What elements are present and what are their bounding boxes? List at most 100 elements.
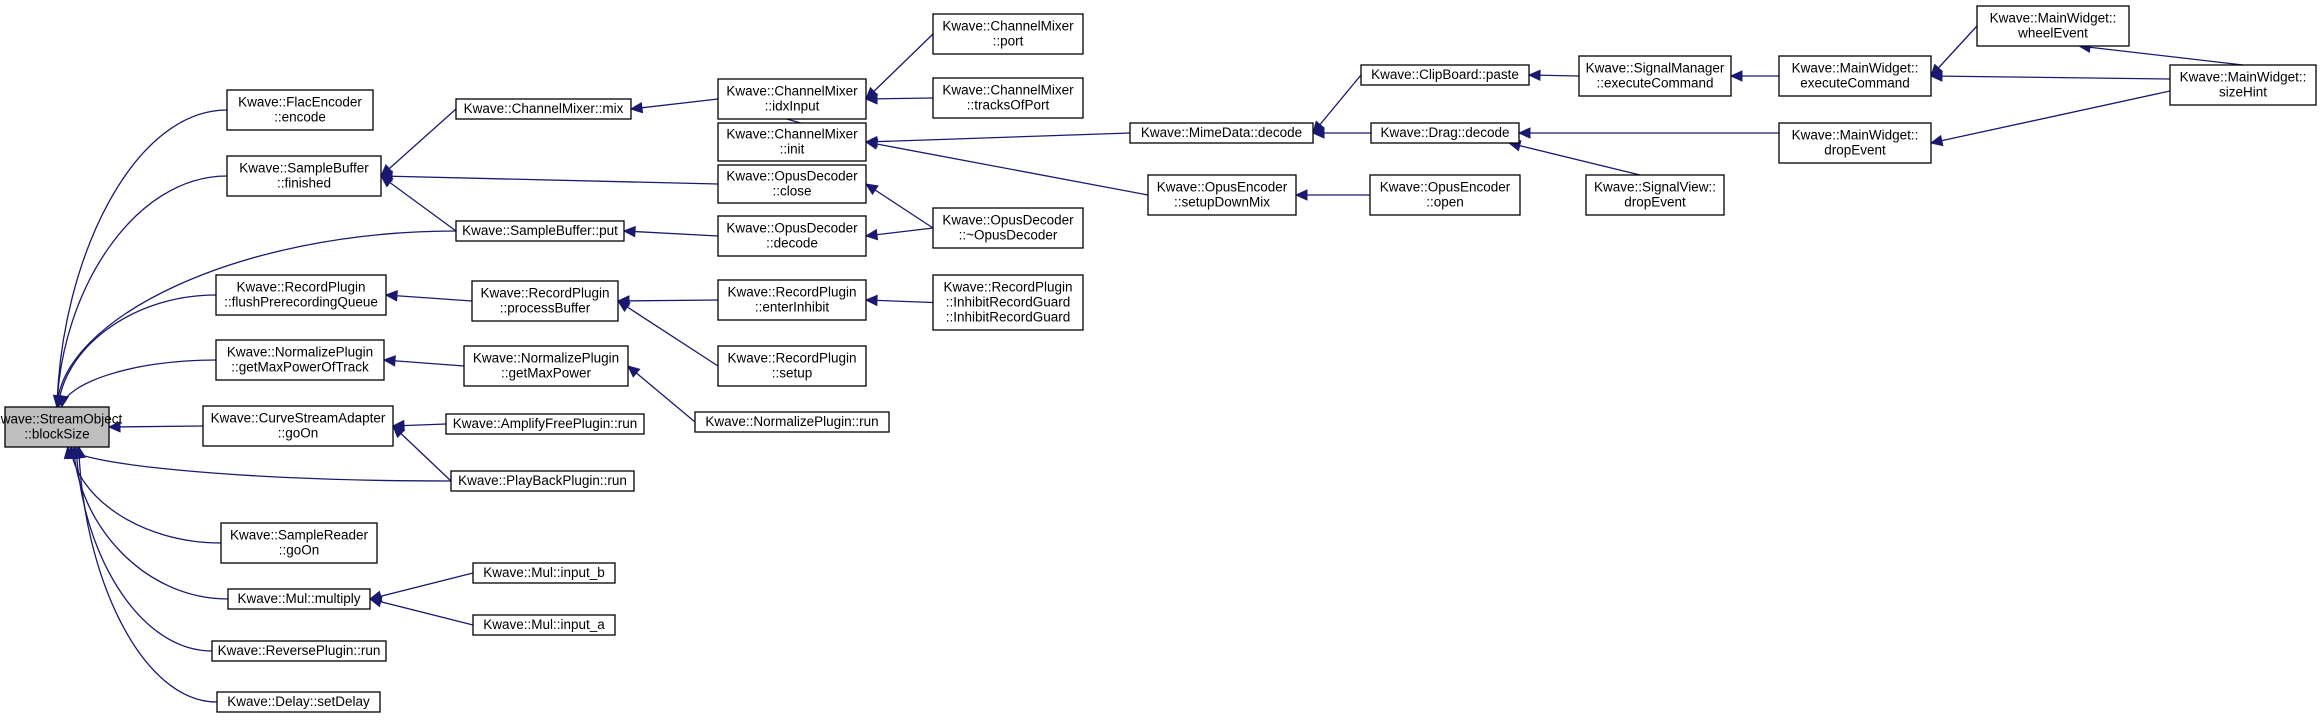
node-box: [216, 691, 381, 713]
node-box: [1778, 122, 1932, 164]
edge-cm_mix-to-sb_finished: [380, 108, 457, 177]
node-oe_open[interactable]: Kwave::OpusEncoder::open: [1369, 174, 1521, 216]
node-np_run[interactable]: Kwave::NormalizePlugin::run: [694, 411, 890, 433]
node-box: [694, 411, 890, 433]
edge-line: [380, 108, 457, 177]
node-flac_encode[interactable]: Kwave::FlacEncoder::encode: [226, 89, 374, 131]
node-sb_put[interactable]: Kwave::SampleBuffer::put: [455, 220, 625, 242]
node-sm_exec[interactable]: Kwave::SignalManager::executeCommand: [1578, 55, 1732, 97]
edge-pbp_run-to-so_blocksize: [63, 445, 452, 482]
node-label-line: Kwave::CurveStreamAdapter: [211, 411, 386, 426]
node-pbp_run[interactable]: Kwave::PlayBackPlugin::run: [450, 470, 635, 492]
node-delay_set[interactable]: Kwave::Delay::setDelay: [216, 691, 381, 713]
node-label-line: Kwave::MainWidget::: [1990, 11, 2117, 26]
node-so_blocksize[interactable]: Kwave::StreamObject::blockSize: [0, 406, 123, 448]
edge-od_decode-to-sb_put: [622, 225, 719, 238]
node-box: [717, 215, 867, 257]
arrowhead: [1729, 70, 1743, 82]
arrowhead: [392, 425, 406, 439]
node-mw_exec[interactable]: Kwave::MainWidget::executeCommand: [1778, 55, 1932, 97]
node-label-line: Kwave::ChannelMixer: [726, 127, 858, 142]
arrowhead: [864, 228, 879, 241]
node-drag_decode[interactable]: Kwave::Drag::decode: [1370, 122, 1520, 144]
arrowhead: [864, 93, 878, 105]
edge-line: [2078, 45, 2244, 66]
edge-line: [75, 446, 213, 652]
edge-line: [617, 299, 719, 302]
node-rp_process[interactable]: Kwave::RecordPlugin::processBuffer: [471, 280, 619, 322]
edges-layer: [52, 25, 2244, 703]
node-sr_goon[interactable]: Kwave::SampleReader::goOn: [220, 522, 378, 564]
node-afp_run[interactable]: Kwave::AmplifyFreePlugin::run: [445, 413, 645, 435]
edge-mw_size-to-mw_exec: [1929, 70, 2171, 82]
node-cm_port[interactable]: Kwave::ChannelMixer::port: [932, 13, 1084, 55]
arrowhead: [380, 175, 394, 188]
node-rp_flush[interactable]: Kwave::RecordPlugin::flushPrerecordingQu…: [215, 274, 387, 316]
node-box: [1129, 122, 1314, 144]
edge-line: [72, 446, 229, 600]
node-sb_finished[interactable]: Kwave::SampleBuffer::finished: [226, 155, 382, 197]
node-mw_drop[interactable]: Kwave::MainWidget::dropEvent: [1778, 122, 1932, 164]
node-box: [463, 345, 629, 387]
node-csa_goon[interactable]: Kwave::CurveStreamAdapter::goOn: [202, 405, 394, 447]
node-cm_mix[interactable]: Kwave::ChannelMixer::mix: [455, 98, 632, 120]
edge-line: [392, 425, 452, 482]
node-label-line: wheelEvent: [2017, 26, 2088, 41]
node-mul_a[interactable]: Kwave::Mul::input_a: [472, 614, 616, 636]
node-box: [932, 77, 1084, 119]
node-cb_paste[interactable]: Kwave::ClipBoard::paste: [1360, 64, 1530, 86]
node-md_decode[interactable]: Kwave::MimeData::decode: [1129, 122, 1314, 144]
node-label-line: Kwave::Delay::setDelay: [227, 694, 370, 709]
node-label-line: ::init: [780, 142, 805, 157]
node-np_getmaxpot[interactable]: Kwave::NormalizePlugin::getMaxPowerOfTra…: [215, 339, 385, 381]
node-label-line: ::encode: [274, 110, 326, 125]
node-box: [1370, 122, 1520, 144]
edge-line: [78, 446, 218, 703]
node-oe_setup[interactable]: Kwave::OpusEncoder::setupDownMix: [1147, 174, 1297, 216]
node-box: [215, 274, 387, 316]
node-cm_idx[interactable]: Kwave::ChannelMixer::idxInput: [717, 78, 867, 120]
node-od_dtor[interactable]: Kwave::OpusDecoder::~OpusDecoder: [932, 207, 1084, 249]
node-box: [1369, 174, 1521, 216]
arrowhead: [1311, 127, 1325, 139]
edge-line: [56, 175, 228, 408]
arrowhead: [627, 365, 641, 378]
node-rp_setup[interactable]: Kwave::RecordPlugin::setup: [717, 345, 867, 387]
node-label-line: Kwave::MainWidget::: [2180, 70, 2307, 85]
node-label-line: ::open: [1426, 195, 1464, 210]
node-box: [215, 339, 385, 381]
node-box: [226, 155, 382, 197]
node-label-line: ::tracksOfPort: [967, 98, 1050, 113]
node-box: [226, 89, 374, 131]
node-mw_wheel[interactable]: Kwave::MainWidget::wheelEvent: [1976, 5, 2130, 47]
node-box: [472, 562, 616, 584]
node-rev_run[interactable]: Kwave::ReversePlugin::run: [211, 640, 387, 662]
node-od_close[interactable]: Kwave::OpusDecoder::close: [717, 164, 867, 204]
node-mw_size[interactable]: Kwave::MainWidget::sizeHint: [2169, 64, 2317, 106]
edge-csa_goon-to-so_blocksize: [107, 421, 204, 433]
edge-line: [865, 183, 934, 229]
node-od_decode[interactable]: Kwave::OpusDecoder::decode: [717, 215, 867, 257]
edge-line: [865, 33, 934, 100]
arrowhead: [1517, 127, 1531, 139]
nodes-layer: Kwave::StreamObject::blockSize Kwave::Fla…: [0, 5, 2317, 713]
node-mul_multiply[interactable]: Kwave::Mul::multiply: [227, 588, 371, 610]
node-label-line: Kwave::Mul::input_b: [483, 565, 605, 580]
node-np_getmax[interactable]: Kwave::NormalizePlugin::getMaxPower: [463, 345, 629, 387]
edge-rp_enter-to-rp_process: [616, 295, 719, 307]
node-box: [4, 406, 110, 448]
node-label-line: Kwave::RecordPlugin: [236, 280, 365, 295]
node-rp_enter[interactable]: Kwave::RecordPlugin::enterInhibit: [717, 279, 867, 321]
node-box: [1147, 174, 1297, 216]
edge-mul_b-to-mul_multiply: [368, 572, 474, 602]
node-label-line: ::setup: [772, 366, 813, 381]
node-cm_init[interactable]: Kwave::ChannelMixer::init: [717, 122, 867, 162]
node-cm_tracks[interactable]: Kwave::ChannelMixer::tracksOfPort: [932, 77, 1084, 119]
node-rp_guard[interactable]: Kwave::RecordPlugin::InhibitRecordGuard:…: [932, 274, 1084, 331]
edge-line: [627, 365, 696, 423]
node-mul_b[interactable]: Kwave::Mul::input_b: [472, 562, 616, 584]
node-label-line: Kwave::Drag::decode: [1380, 125, 1509, 140]
node-sv_drop[interactable]: Kwave::SignalView::dropEvent: [1585, 174, 1725, 216]
edge-mw_size-to-mw_drop: [1929, 90, 2171, 147]
edge-sv_drop-to-drag_decode: [1507, 140, 1641, 176]
